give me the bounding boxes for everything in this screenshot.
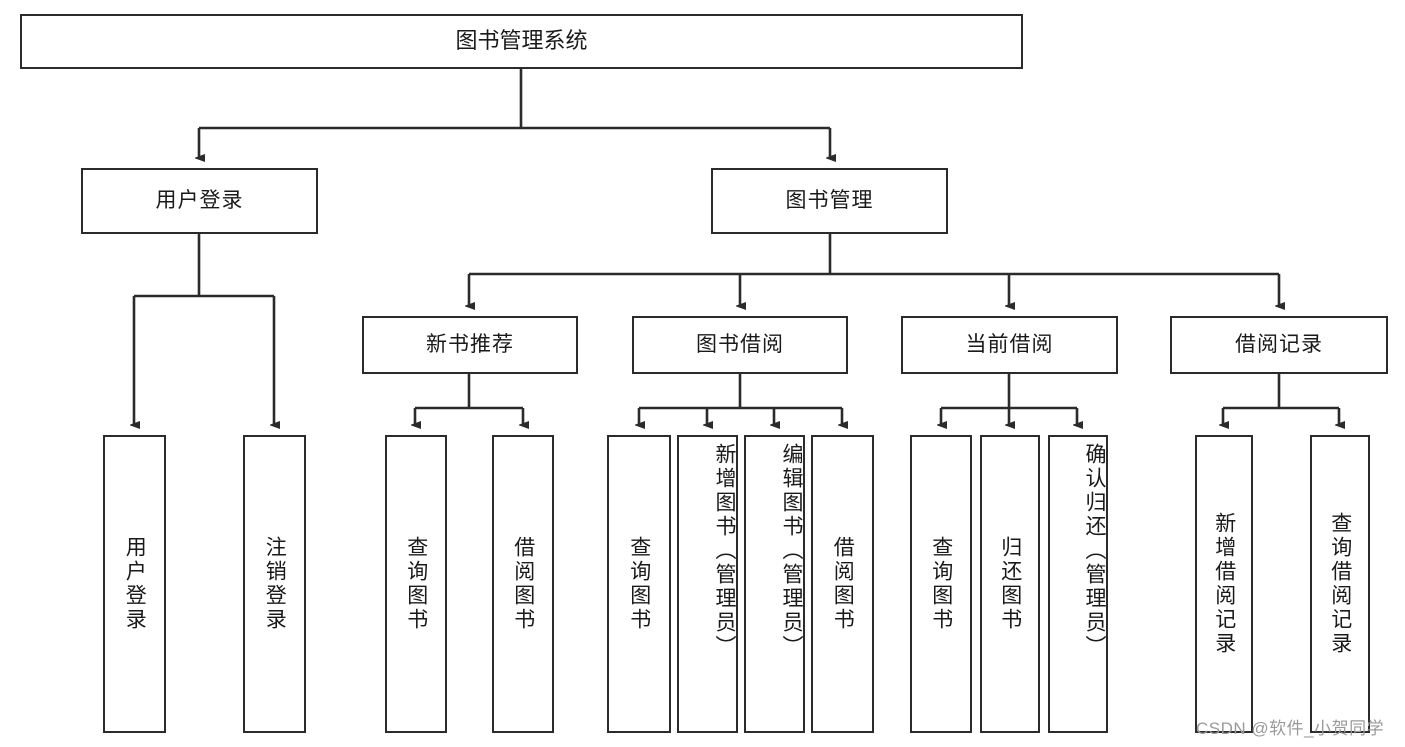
leaf-borrow-add-book-admin[interactable]: 新增图书（管理员） <box>677 435 738 733</box>
node-label: 当前借阅 <box>965 333 1054 357</box>
node-label: 查询图书 <box>404 536 428 632</box>
node-user-login[interactable]: 用户登录 <box>81 168 318 234</box>
node-label: 确认归还（管理员） <box>1083 443 1106 659</box>
node-label: 新书推荐 <box>426 333 514 357</box>
node-label: 借阅图书 <box>511 536 535 632</box>
node-label: 用户登录 <box>155 189 244 213</box>
node-label: 注销登录 <box>263 536 287 632</box>
node-label: 图书借阅 <box>696 333 784 357</box>
node-label: 新增图书（管理员） <box>713 443 736 659</box>
node-label: 用户登录 <box>123 536 147 632</box>
node-label: 查询借阅记录 <box>1328 512 1352 656</box>
node-book-management[interactable]: 图书管理 <box>711 168 948 234</box>
leaf-borrow-borrow-book[interactable]: 借阅图书 <box>811 435 874 733</box>
node-label: 查询图书 <box>929 536 953 632</box>
node-book-borrow[interactable]: 图书借阅 <box>632 316 848 374</box>
leaf-record-add-record[interactable]: 新增借阅记录 <box>1195 435 1253 733</box>
leaf-user-login-logout[interactable]: 注销登录 <box>243 435 306 733</box>
leaf-recommend-borrow-book[interactable]: 借阅图书 <box>492 435 554 733</box>
leaf-current-query-book[interactable]: 查询图书 <box>910 435 972 733</box>
leaf-borrow-query-book[interactable]: 查询图书 <box>607 435 671 733</box>
leaf-current-confirm-return-admin[interactable]: 确认归还（管理员） <box>1048 435 1108 733</box>
leaf-record-query-record[interactable]: 查询借阅记录 <box>1310 435 1370 733</box>
node-label: 编辑图书（管理员） <box>780 443 803 659</box>
node-label: 图书管理系统 <box>455 28 588 54</box>
node-label: 图书管理 <box>785 189 874 213</box>
node-current-borrow[interactable]: 当前借阅 <box>901 316 1118 374</box>
node-label: 新增借阅记录 <box>1212 512 1236 656</box>
node-label: 归还图书 <box>998 536 1022 632</box>
leaf-borrow-edit-book-admin[interactable]: 编辑图书（管理员） <box>744 435 805 733</box>
node-borrow-record[interactable]: 借阅记录 <box>1170 316 1388 374</box>
node-label: 借阅记录 <box>1235 333 1323 357</box>
node-new-book-recommend[interactable]: 新书推荐 <box>362 316 578 374</box>
leaf-current-return-book[interactable]: 归还图书 <box>980 435 1040 733</box>
node-root-book-management-system[interactable]: 图书管理系统 <box>20 14 1023 69</box>
node-label: 借阅图书 <box>831 536 855 632</box>
node-label: 查询图书 <box>627 536 651 632</box>
leaf-recommend-query-book[interactable]: 查询图书 <box>385 435 447 733</box>
csdn-watermark: CSDN @软件_小贺同学 <box>1196 719 1385 738</box>
leaf-user-login-login[interactable]: 用户登录 <box>103 435 166 733</box>
